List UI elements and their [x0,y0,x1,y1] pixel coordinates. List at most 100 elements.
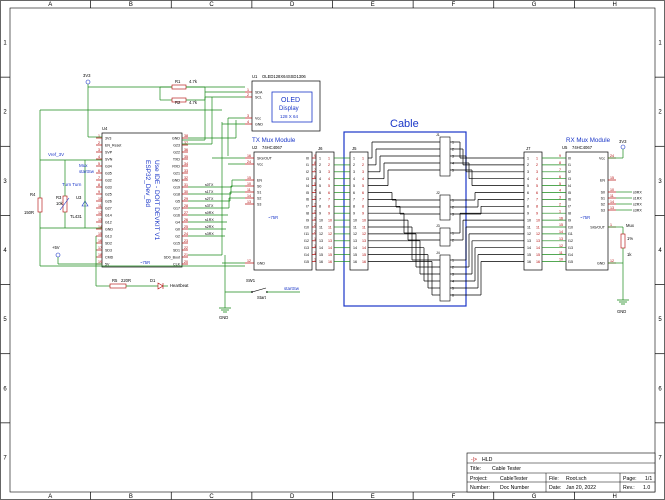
resistor-r2[interactable]: R2 4.7k [160,97,205,105]
rxmux-channel-pin: 6 [559,175,561,179]
cable-connector-label: J2 [436,191,440,195]
net-3v3-label: 3V3 [83,73,91,78]
txmux-channel: I11 [304,232,309,236]
rxmux-channel-pin: 3 [559,196,561,200]
tx-mux-module[interactable]: TX Mux Module U2 74HC4067 ~75R 16SIG/OUT… [245,137,318,271]
esp32-pin-num: 23 [184,239,188,243]
connector-pin-num: 8 [319,205,321,209]
connector-pin-num: 13 [319,239,323,243]
esp32-pin-name: G15 [173,241,180,245]
txmux-pin-name: S2 [257,196,261,200]
esp32-pin-name: G4 [175,220,180,224]
start-switch[interactable]: SW1 Start startSw [225,278,300,300]
esp32-pin-num: 35 [184,155,188,159]
pot-label: Turn Turn [62,182,82,187]
net-gnd-main-label: GND [219,315,228,320]
connector-pin-num: 11 [328,225,332,229]
r1-value: 4.7k [189,79,198,84]
connector-pin-num: 9 [353,212,355,216]
select-net-label: s2RX [205,225,214,229]
txmux-pin-name: Vcc [257,162,263,166]
esp32-module[interactable]: U4 ESP32_Dev_Bd Use IDE - DOIT DEVKIT V1… [96,126,188,268]
supply-5v: +5V [52,245,102,265]
connector-pin-num: 6 [536,191,538,195]
cable-connector-pin: 2 [452,265,454,269]
connector-pin-num: 2 [319,163,321,167]
cable-connector-body [439,136,451,177]
connector-pin-num: 11 [362,225,366,229]
rxmux-channel: I11 [568,232,573,236]
select-net-label: s3TX [205,204,214,208]
esp32-left-pins: 13V32EN_Reset3SVP4SVN5G346G357G328G339G2… [96,134,121,266]
esp32-pin-num: 32 [184,176,188,180]
connector-pin-num: 6 [328,191,330,195]
tb-number-label: Number: [470,485,490,491]
cable-connector-pin: 5 [452,286,454,290]
txmux-channel: I0 [306,156,309,160]
txmux-channel: I12 [304,239,309,243]
txmux-channel: I15 [304,260,309,264]
esp32-pin-num: 37 [184,141,188,145]
esp32-pin-name: G25 [105,192,112,196]
rxmux-pin-name: S1 [601,196,605,200]
tb-project-label: Project: [470,476,488,482]
connector-pin-num: 4 [328,177,330,181]
esp32-pin-num: 16 [98,239,102,243]
connector-pin-num: 1 [319,156,321,160]
oled-display[interactable]: U1 OLED128X64SSD1306 OLED Display 128 X … [245,74,321,132]
rxmux-pin-num: 14 [610,200,614,204]
esp32-pin-num: 3 [98,148,100,152]
tl431-name: TL431 [70,214,83,219]
esp32-pin-name: G2 [175,234,180,238]
txmux-channel: I9 [306,218,309,222]
connector-pin-num: 10 [527,218,531,222]
rx-mux-ref: U5 [562,145,568,150]
frame-col-bottom-label: B [129,494,133,500]
connector-pin-num: 9 [362,212,364,216]
esp32-pin-name: G5 [175,199,180,203]
resistor-r1[interactable]: R1 4.7k [160,79,205,90]
tb-rev-label: Rev.: [623,485,635,491]
connector-pin-num: 3 [536,170,538,174]
connector-pin-num: 5 [362,184,364,188]
esp32-pin-name: GND [172,178,180,182]
net-startsw-left-label: startSw [79,169,95,174]
rxmux-select-net: s2RX [633,202,642,206]
rxmux-channel: I13 [568,246,573,250]
rxmux-channel-pin: 13 [559,237,563,241]
cable-connector-body [439,254,451,302]
cable-connector-label: J4 [436,251,440,255]
frame-row-right-label: 7 [658,455,662,461]
connector-pin-num: 7 [328,198,330,202]
connector-pin-num: 8 [536,205,538,209]
connector-pin-num: 3 [527,170,529,174]
oled-text2: Display [279,106,299,112]
heartbeat-led[interactable]: R5 220R D1 Heartbeat [95,236,189,290]
cable-connector-pin: 6 [452,293,454,297]
connector-pin-num: 4 [536,177,538,181]
rxmux-channel: I1 [568,163,571,167]
net-vref-label: Vref_3V [48,152,64,157]
connector-pin-num: 14 [527,246,531,250]
connector-pin-num: 11 [319,225,323,229]
rx-mux-module[interactable]: RX Mux Module U5 74HC4067 ~75R I09I18I27… [542,137,642,271]
vref-circuit[interactable]: Vref_3V Turn Turn R3 10k R4 150R U3 TL43… [24,109,222,266]
frame-col-top-label: D [290,2,295,8]
connector-pin-num: 14 [328,246,332,250]
frame-col-top-label: B [129,2,133,8]
r1-ref: R1 [175,79,181,84]
cable-connector-pin: 2 [452,238,454,242]
connector-pin-num: 14 [536,246,540,250]
frame-col-top-label: C [209,2,214,8]
rxmux-channel-pin: 2 [559,203,561,207]
net-mux-rx-label: Mux [626,223,635,228]
tb-company: HLD [482,457,493,463]
esp32-pin-name: G32 [105,178,112,182]
